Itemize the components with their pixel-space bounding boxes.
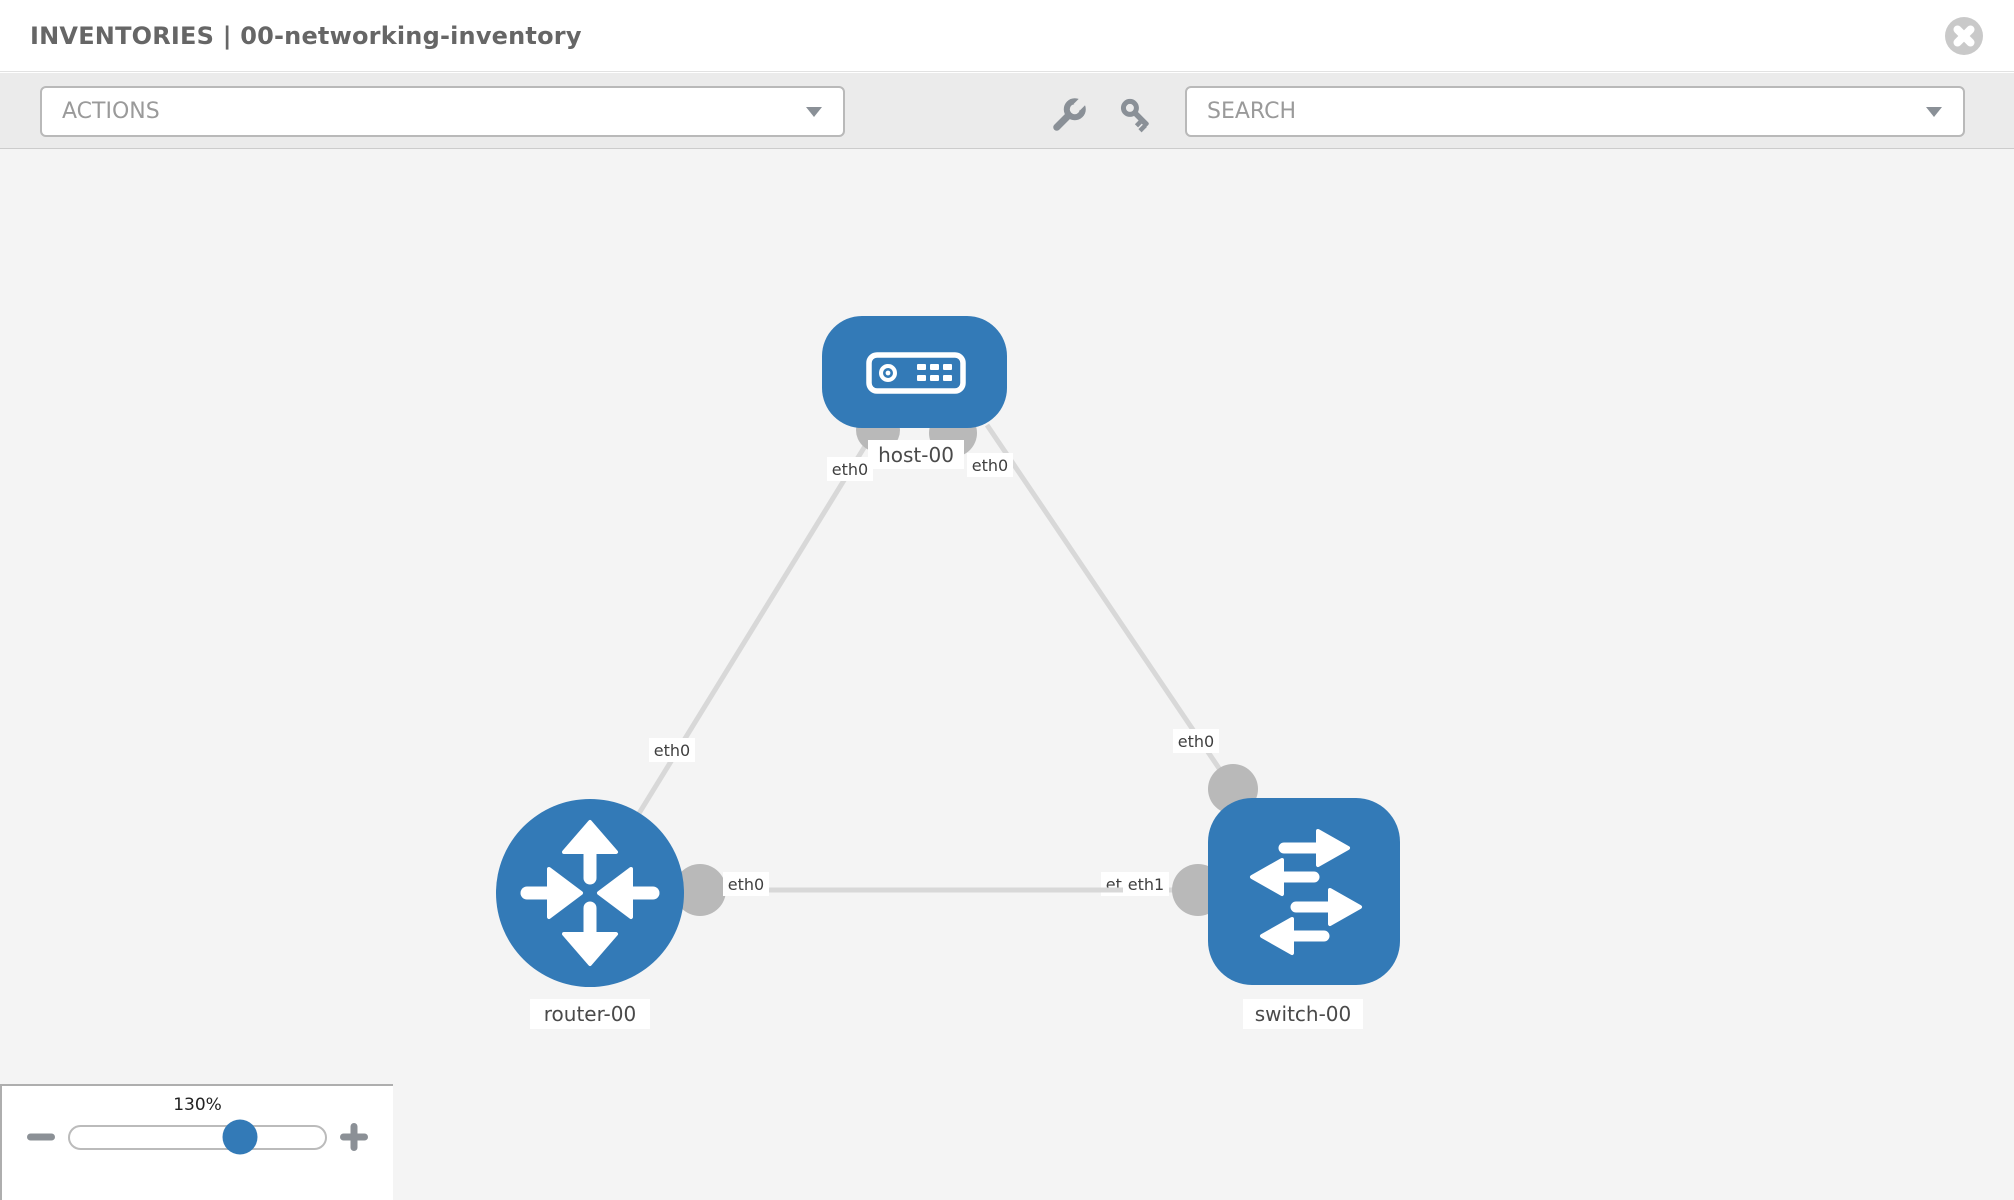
host-icon [866,352,966,394]
zoom-panel: 130% [0,1084,393,1200]
svg-text:eth1: eth1 [1128,875,1164,894]
interface-label: eth0 [1173,729,1219,753]
search-dropdown-label: SEARCH [1207,99,1297,124]
page-title: INVENTORIES | 00-networking-inventory [30,21,582,50]
wrench-icon[interactable] [1045,93,1089,137]
svg-text:eth0: eth0 [654,741,690,760]
search-dropdown[interactable]: SEARCH [1185,86,1965,137]
key-icon[interactable] [1115,93,1159,137]
header: INVENTORIES | 00-networking-inventory [0,0,2014,72]
zoom-in-button[interactable] [339,1122,369,1152]
svg-text:eth0: eth0 [972,456,1008,475]
switch-icon [1250,829,1362,955]
svg-text:eth0: eth0 [832,460,868,479]
node-label: host-00 [868,440,964,469]
interface-label: eth0 [827,457,873,481]
svg-text:switch-00: switch-00 [1255,1002,1352,1026]
node-label: switch-00 [1243,999,1363,1029]
topology-canvas[interactable]: eth0 [0,149,2014,1200]
svg-text:host-00: host-00 [878,443,954,467]
svg-text:eth0: eth0 [1178,732,1214,751]
interface-label: eth1 [1123,872,1169,896]
link-host-switch[interactable] [984,423,1236,791]
node-router[interactable] [496,799,684,987]
chevron-down-icon [1925,99,1943,124]
svg-text:eth0: eth0 [728,875,764,894]
node-switch[interactable] [1208,798,1400,985]
interface-circle [674,864,726,916]
chevron-down-icon [805,99,823,124]
zoom-slider-handle[interactable] [222,1119,258,1155]
node-label: router-00 [530,999,650,1029]
router-icon [520,820,660,966]
toolbar: ACTIONS SEARCH [0,73,2014,149]
interface-label: eth0 [967,453,1013,477]
actions-dropdown[interactable]: ACTIONS [40,86,845,137]
close-icon[interactable] [1944,16,1984,56]
svg-text:router-00: router-00 [544,1002,636,1026]
interface-label: eth0 [723,872,769,896]
zoom-slider[interactable] [68,1119,327,1155]
interface-label: eth0 [649,738,695,762]
node-host[interactable] [822,316,1007,428]
zoom-level: 130% [173,1095,222,1115]
zoom-out-button[interactable] [26,1122,56,1152]
actions-dropdown-label: ACTIONS [62,99,160,124]
